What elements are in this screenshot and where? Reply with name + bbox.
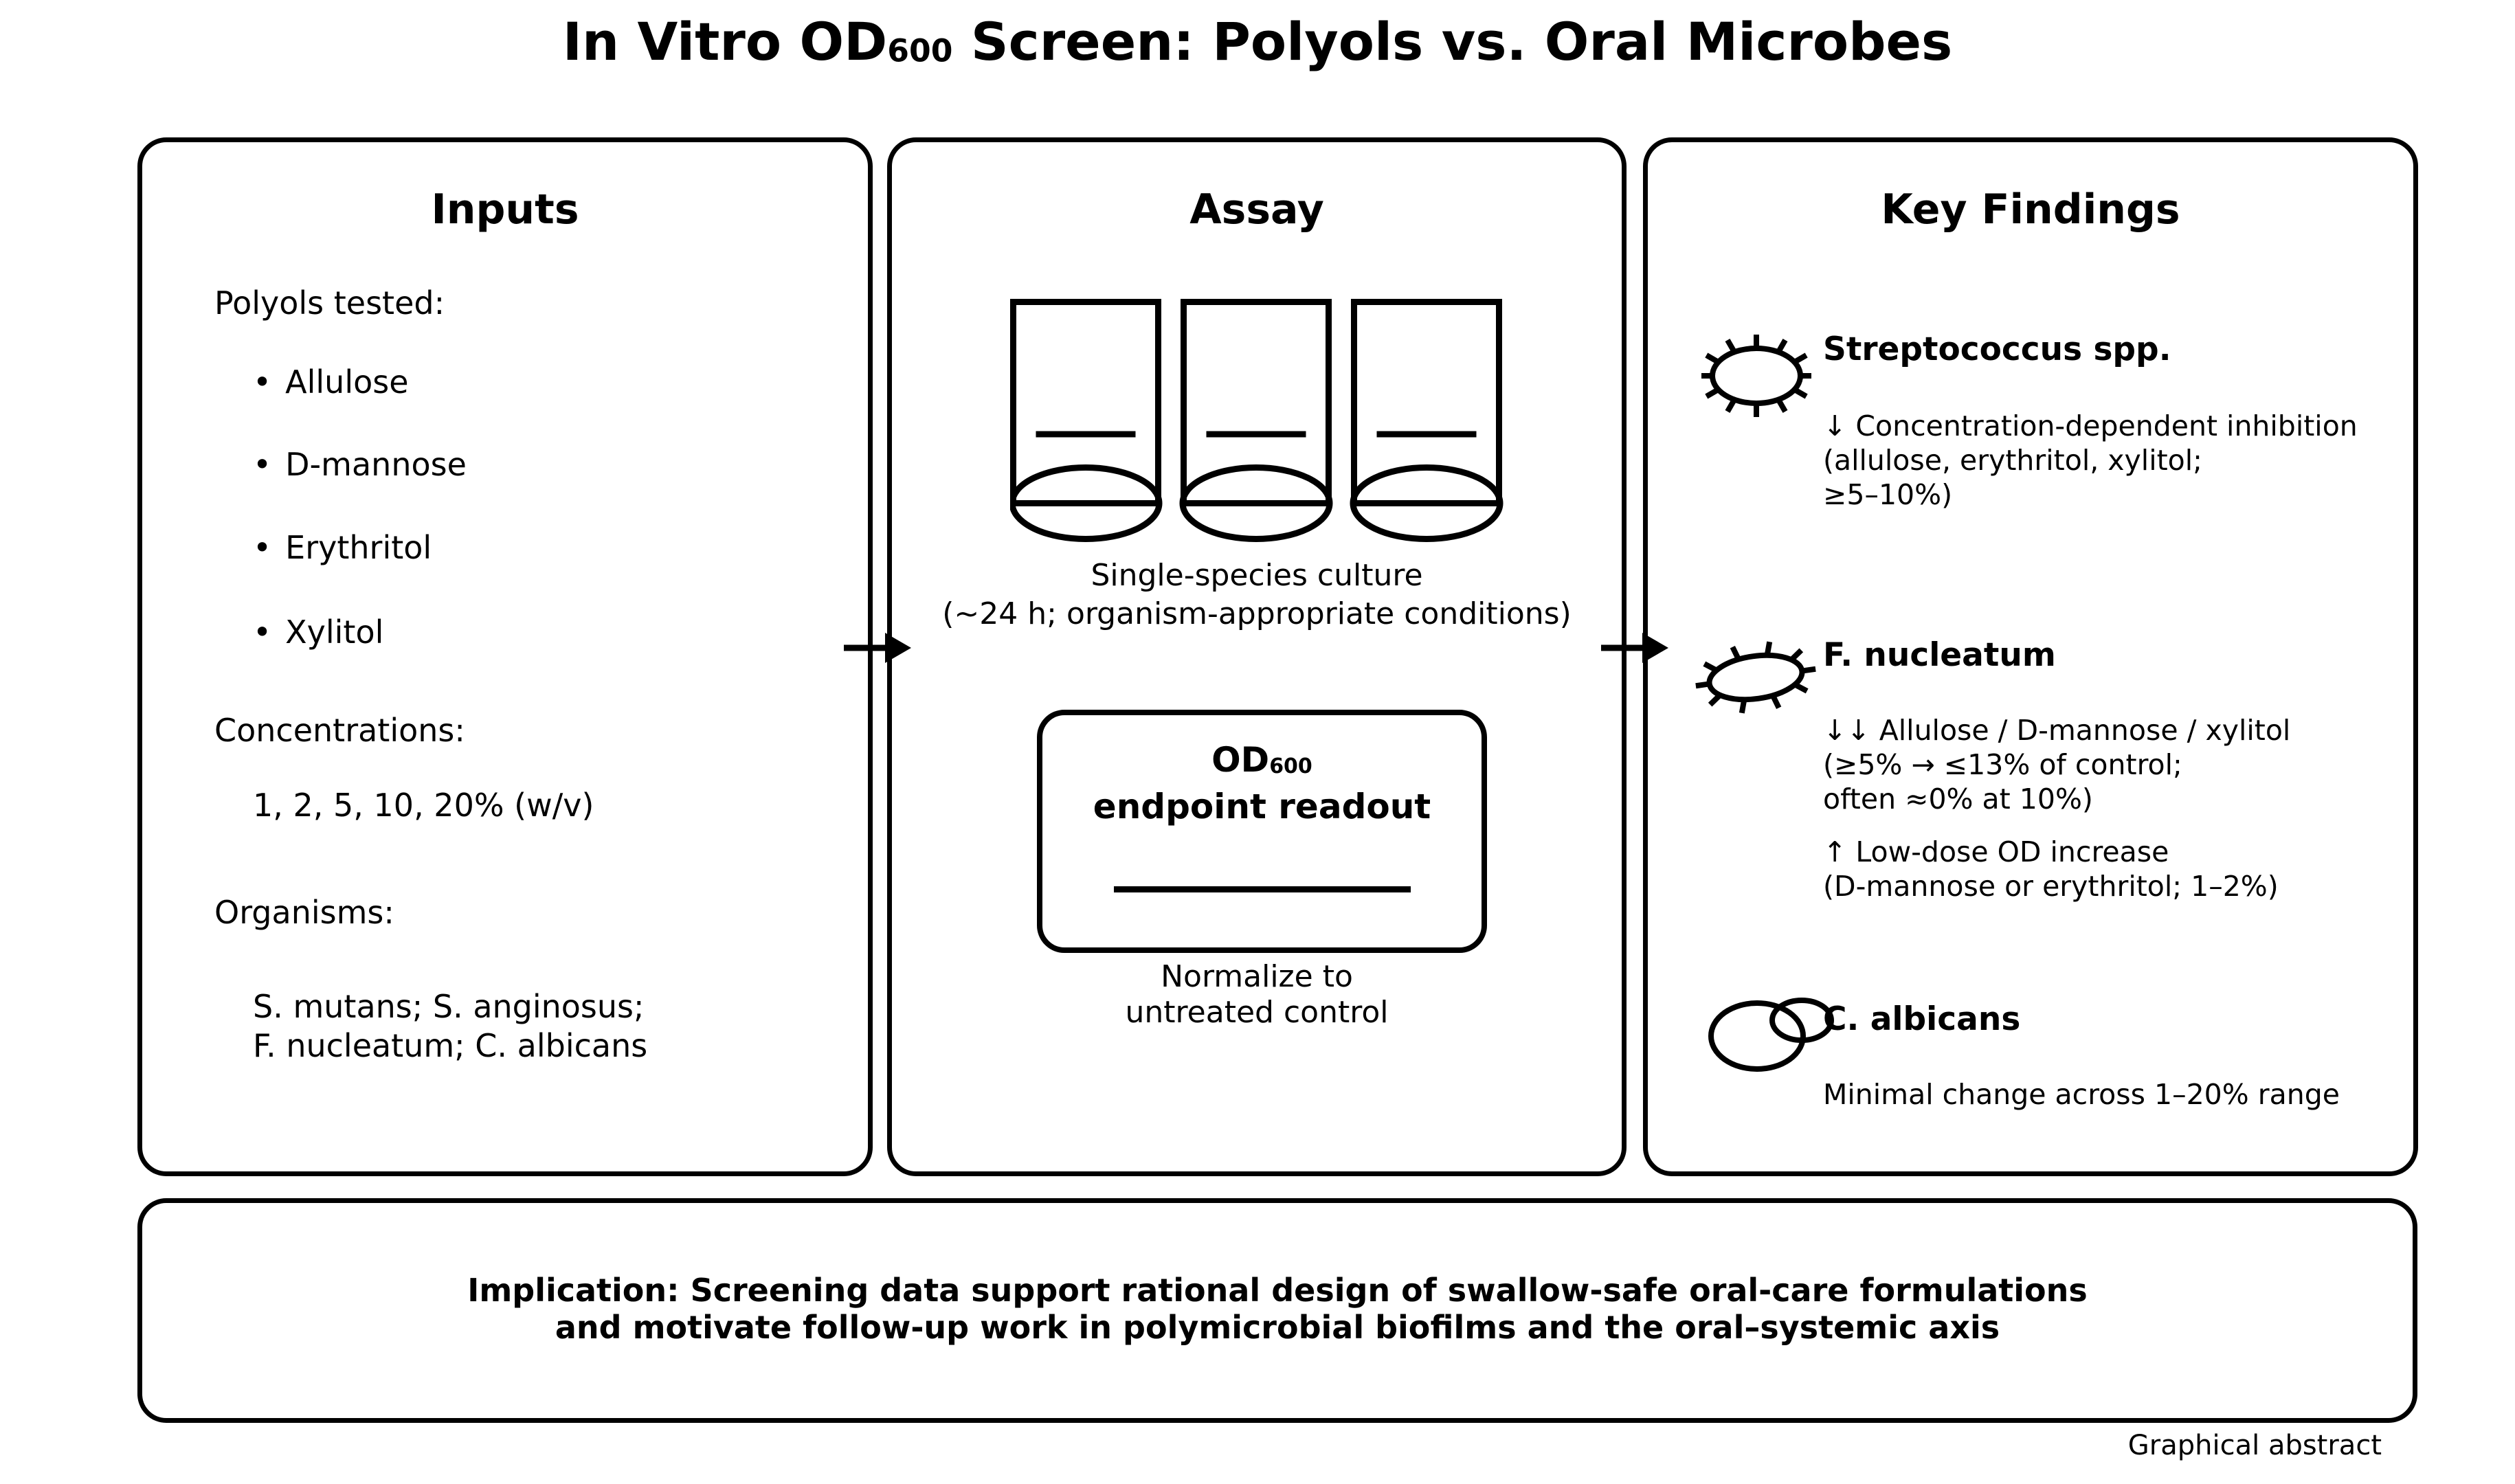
assay-panel-title: Assay: [1189, 186, 1324, 234]
bullet-icon: •: [253, 363, 272, 401]
culture-caption: Single-species culture (~24 h; organism-…: [892, 556, 1622, 633]
title-subscript: 600: [887, 32, 953, 69]
normalize-line-1: Normalize to: [1161, 959, 1353, 994]
flow-arrow-assay-to-findings: [1601, 633, 1668, 663]
organisms-line-1: S. mutans; S. anginosus;: [253, 988, 645, 1025]
od-subscript: 600: [1269, 754, 1312, 778]
od-readout-label: OD600 endpoint readout: [1042, 740, 1482, 827]
title-prefix: In Vitro OD: [562, 11, 888, 72]
bullet-icon: •: [253, 446, 272, 483]
implication-text: Implication: Screening data support rati…: [142, 1272, 2413, 1346]
finding-body-f-nucleatum-secondary: ↑ Low-dose OD increase (D-mannose or ery…: [1823, 835, 2279, 903]
finding-body-f-nucleatum-primary: ↓↓ Allulose / D-mannose / xylitol (≥5% →…: [1823, 714, 2291, 816]
inputs-panel-title: Inputs: [431, 186, 579, 234]
finding-body-streptococcus: ↓ Concentration-dependent inhibition (al…: [1823, 409, 2358, 511]
culture-caption-line-2: (~24 h; organism-appropriate conditions): [942, 596, 1572, 631]
implication-box: Implication: Screening data support rati…: [137, 1198, 2417, 1423]
title-suffix: Screen: Polyols vs. Oral Microbes: [952, 11, 1953, 72]
flow-arrow-inputs-to-assay: [844, 633, 911, 663]
assay-panel: Assay Single-species culture (~24 h; org…: [887, 137, 1627, 1176]
polyol-erythritol: Erythritol: [285, 529, 432, 566]
test-tubes-icon: [1010, 299, 1504, 542]
yeast-icon: [1708, 998, 1834, 1072]
od-readout-line-2: endpoint readout: [1093, 786, 1431, 827]
inputs-panel: Inputs Polyols tested: • Allulose • D-ma…: [137, 137, 873, 1176]
normalize-line-2: untreated control: [1125, 995, 1389, 1030]
concentrations-value: 1, 2, 5, 10, 20% (w/v): [253, 787, 594, 824]
bullet-icon: •: [253, 529, 272, 566]
figure-caption: Graphical abstract: [2127, 1430, 2382, 1461]
page-title: In Vitro OD600 Screen: Polyols vs. Oral …: [0, 11, 2515, 72]
finding-heading-f-nucleatum: F. nucleatum: [1823, 636, 2056, 674]
polyols-label: Polyols tested:: [214, 284, 445, 322]
finding-heading-c-albicans: C. albicans: [1823, 1000, 2021, 1038]
list-item: • Allulose: [253, 363, 409, 401]
list-item: • Xylitol: [253, 614, 383, 651]
od-readout-line-1: OD600: [1211, 740, 1312, 780]
list-item: • D-mannose: [253, 446, 467, 483]
cuvette-line: [1113, 886, 1411, 892]
bacillus-icon: [1695, 641, 1816, 714]
bullet-icon: •: [253, 614, 272, 651]
polyol-d-mannose: D-mannose: [285, 446, 467, 483]
organisms-line-2: F. nucleatum; C. albicans: [253, 1027, 648, 1064]
concentrations-label: Concentrations:: [214, 712, 465, 749]
organisms-label: Organisms:: [214, 894, 394, 931]
polyol-allulose: Allulose: [285, 363, 409, 401]
finding-heading-streptococcus: Streptococcus spp.: [1823, 330, 2171, 368]
key-findings-panel-title: Key Findings: [1881, 186, 2180, 234]
coccus-icon: [1701, 335, 1811, 417]
od-readout-box: OD600 endpoint readout: [1037, 710, 1487, 953]
finding-body-c-albicans: Minimal change across 1–20% range: [1823, 1078, 2340, 1111]
list-item: • Erythritol: [253, 529, 432, 566]
polyol-xylitol: Xylitol: [285, 614, 384, 651]
culture-caption-line-1: Single-species culture: [1091, 558, 1423, 593]
key-findings-panel: Key Findings Streptococcus spp. ↓ Concen…: [1643, 137, 2418, 1176]
organisms-list: S. mutans; S. anginosus; F. nucleatum; C…: [253, 987, 647, 1066]
implication-line-1: Implication: Screening data support rati…: [467, 1272, 2088, 1309]
implication-line-2: and motivate follow-up work in polymicro…: [555, 1309, 2000, 1346]
normalize-caption: Normalize to untreated control: [892, 959, 1622, 1031]
